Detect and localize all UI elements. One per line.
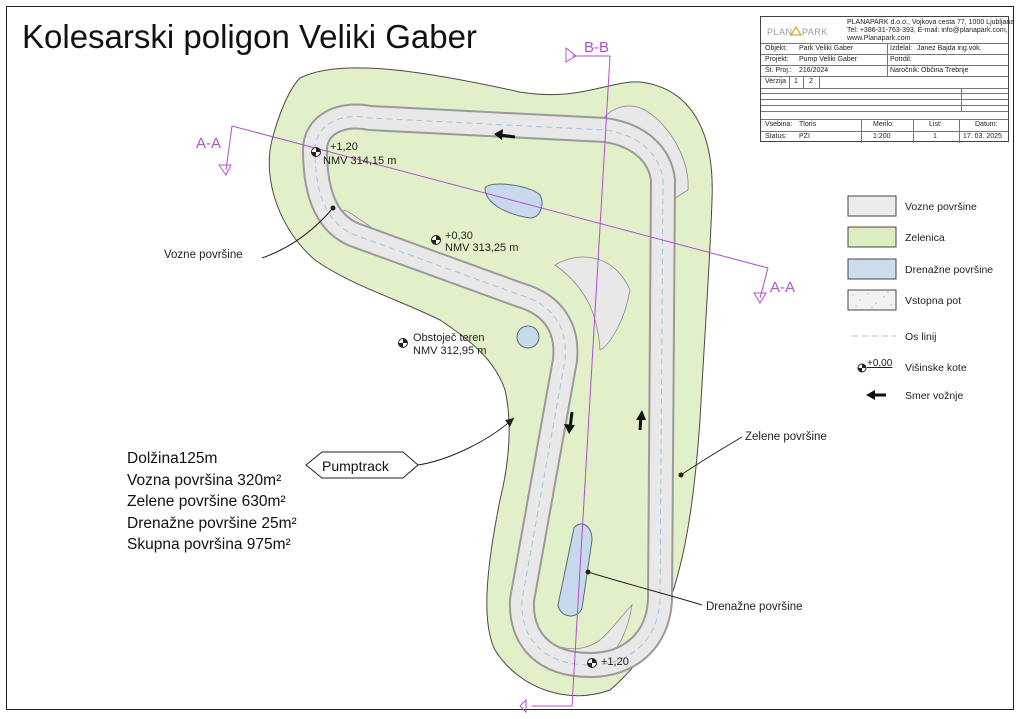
pumptrack-label: Pumptrack — [322, 458, 390, 474]
green-area — [268, 67, 713, 697]
callout-zelene: Zelene površine — [745, 431, 827, 443]
izdelal-value: Janez Bajda ing.vok. — [917, 45, 982, 52]
area-statistics: Dolžina125m Vozna površina 320m² Zelene … — [127, 448, 297, 556]
status-label: Status: — [765, 133, 787, 140]
callout-vozne: Vozne površine — [164, 249, 243, 261]
section-label-bb: B-B — [584, 39, 609, 56]
projekt-value: Pump Veliki Gaber — [799, 56, 857, 63]
direction-arrow-top — [494, 129, 516, 140]
section-label-aa-left: A-A — [196, 135, 221, 152]
legend-swatch-drenazne — [847, 258, 897, 280]
callout-leader-drenazne — [585, 569, 703, 606]
list-label: List: — [929, 121, 942, 128]
elevation-mid-nmv: NMV 313,25 m — [445, 242, 518, 254]
pumptrack-label-box — [305, 417, 515, 479]
stat-drenazne: Drenažne površine 25m² — [127, 514, 297, 532]
legend-label-kote: Višinske kote — [905, 362, 967, 374]
legend-swatch-zelenica — [847, 226, 897, 248]
elevation-top-kota: +1,20 — [330, 141, 358, 153]
legend-label-drenazne: Drenažne površine — [905, 264, 993, 276]
potrdil-label: Potrdil: — [890, 56, 912, 63]
izdelal-label: Izdelal: — [890, 45, 913, 52]
elevation-bottom-kota: +1,20 — [601, 656, 629, 668]
infield-grey-mid — [554, 256, 631, 351]
legend-label-smer: Smer vožnje — [905, 390, 964, 402]
section-label-aa-right: A-A — [770, 279, 795, 296]
elevation-marker-terrain — [398, 338, 408, 348]
company-logo: PLAN PARK — [767, 21, 837, 41]
vsebina-value: Tloris — [799, 121, 817, 128]
elevation-top-nmv: NMV 314,15 m — [323, 155, 396, 167]
company-address: PLANAPARK d.o.o., Vojkova cesta 77, 1000… — [847, 19, 1015, 26]
callout-leader-zelene — [678, 436, 743, 478]
datum-label: Datum: — [975, 121, 998, 128]
merilo-label: Merilo: — [873, 121, 895, 128]
legend-label-os: Os linij — [905, 331, 937, 343]
legend-swatch-vstopna-texture — [852, 291, 892, 308]
legend-kote-sample: +0,00 — [867, 358, 893, 369]
direction-arrow-up — [636, 410, 646, 431]
st-proj-label: Št. Proj.: — [765, 67, 792, 74]
terrain-label: Obstoječ teren — [413, 332, 485, 344]
verzija-label: Verzija — [765, 78, 787, 85]
objekt-label: Objekt: — [765, 45, 788, 52]
drawing-frame — [6, 6, 1014, 710]
stat-vozna: Vozna površina 320m² — [127, 471, 282, 489]
merilo-value: 1:200 — [873, 133, 891, 140]
legend-swatch-smer — [866, 390, 886, 400]
stat-zelene: Zelene površine 630m² — [127, 493, 286, 511]
legend-label-vstopna: Vstopna pot — [905, 295, 961, 307]
drainage-area-bottom — [557, 523, 593, 617]
st-proj-value: 216/2024 — [799, 67, 829, 74]
legend-swatch-kote — [857, 363, 867, 373]
legend: Vozne površine Zelenica Drenažne površin… — [847, 195, 993, 402]
datum-value: 17. 03. 2025 — [963, 133, 1002, 140]
track-axis-line — [314, 116, 664, 666]
direction-arrow-down — [564, 411, 575, 434]
projekt-label: Projekt: — [765, 56, 789, 63]
section-line-aa — [218, 125, 769, 304]
elevation-mid-kota: +0,30 — [445, 230, 473, 242]
elevation-marker-top — [311, 147, 321, 157]
narocnik-value: Občina Trebnje — [921, 67, 969, 74]
elevation-marker-mid — [431, 235, 441, 245]
legend-label-zelenica: Zelenica — [905, 232, 945, 244]
legend-swatch-vozne — [847, 195, 897, 217]
terrain-nmv: NMV 312,95 m — [413, 345, 486, 357]
status-value: PZI — [799, 133, 810, 140]
drawing-title: Kolesarski poligon Veliki Gaber — [22, 18, 477, 55]
legend-label-vozne: Vozne površine — [905, 201, 977, 213]
elevation-marker-bottom — [587, 658, 597, 668]
narocnik-label: Naročnik: — [890, 67, 920, 74]
company-contact: Tel: +386-31-763-393, E-mail: info@plana… — [847, 27, 1008, 34]
stat-skupna: Skupna površina 975m² — [127, 536, 291, 554]
legend-swatch-vstopna — [847, 289, 897, 311]
svg-text:PARK: PARK — [802, 27, 828, 37]
company-web: www.Planapark.com — [847, 35, 911, 42]
callout-drenazne: Drenažne površine — [706, 601, 803, 613]
vsebina-label: Vsebina: — [765, 121, 793, 128]
svg-text:PLAN: PLAN — [767, 27, 793, 37]
verzija-1: 1 — [794, 78, 798, 85]
drainage-area-circle — [516, 325, 540, 349]
stat-dolzina: Dolžina125m — [127, 450, 218, 467]
section-line-bb — [519, 46, 611, 714]
verzija-2: 2 — [809, 78, 813, 85]
list-value: 1 — [933, 133, 937, 140]
callout-leader-vozne — [261, 205, 336, 259]
title-block: PLAN PARK PLANAPARK d.o.o., Vojkova cest… — [760, 16, 1014, 143]
objekt-value: Park Veliki Gaber — [799, 45, 854, 52]
